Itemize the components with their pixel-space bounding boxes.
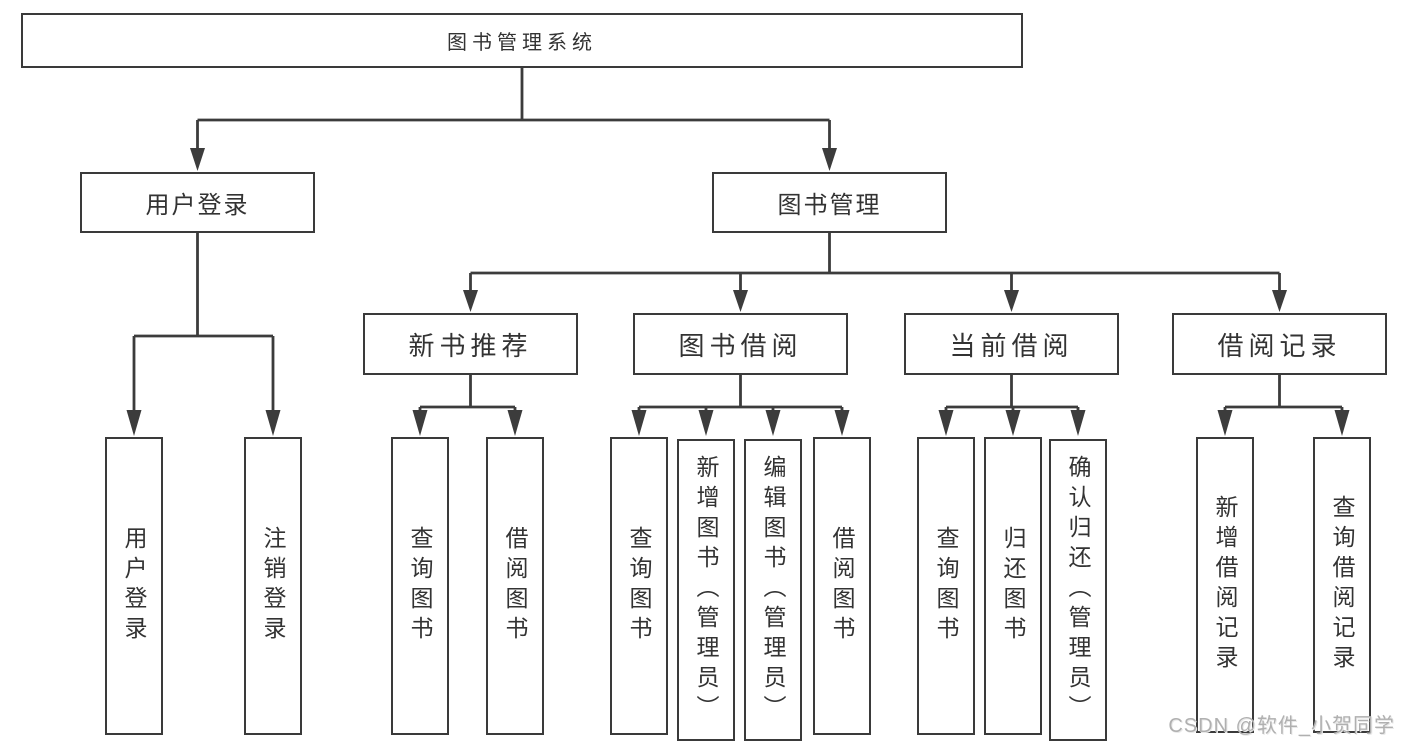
node-leaf-bo-borrow-book: 借阅图书: [813, 437, 871, 735]
node-root: 图书管理系统: [21, 13, 1023, 68]
node-book-borrow: 图书借阅: [633, 313, 848, 375]
node-leaf-cu-query-book: 查询图书: [917, 437, 975, 735]
node-leaf-logout: 注销登录: [244, 437, 302, 735]
edge-userlogin-to-children: [132, 233, 275, 412]
node-current-borrow: 当前借阅: [904, 313, 1119, 375]
node-borrow-records: 借阅记录: [1172, 313, 1387, 375]
node-leaf-nb-query-book: 查询图书: [391, 437, 449, 735]
node-new-book-recommend: 新书推荐: [363, 313, 578, 375]
node-leaf-bo-query-book: 查询图书: [610, 437, 668, 735]
node-leaf-re-add-record: 新增借阅记录: [1196, 437, 1254, 733]
csdn-watermark: CSDN @软件_小贺同学: [1168, 715, 1395, 737]
node-book-mgmt: 图书管理: [712, 172, 947, 233]
node-leaf-cu-confirm-return-admin: 确认归还（管理员）: [1049, 439, 1107, 741]
node-leaf-nb-borrow-book: 借阅图书: [486, 437, 544, 735]
edge-records-to-children: [1223, 375, 1344, 412]
edge-root-to-level2: [196, 68, 831, 150]
edge-current-to-children: [944, 375, 1080, 412]
edge-borrow-to-children: [637, 375, 844, 412]
node-leaf-cu-return-book: 归还图书: [984, 437, 1042, 735]
arrowheads: [126, 148, 1350, 436]
edge-bookmgmt-to-level3: [469, 233, 1281, 291]
node-leaf-re-query-record: 查询借阅记录: [1313, 437, 1371, 733]
edge-newbook-to-children: [418, 375, 517, 412]
node-leaf-user-login: 用户登录: [105, 437, 163, 735]
node-user-login: 用户登录: [80, 172, 315, 233]
node-leaf-bo-edit-book-admin: 编辑图书（管理员）: [744, 439, 802, 741]
node-leaf-bo-add-book-admin: 新增图书（管理员）: [677, 439, 735, 741]
